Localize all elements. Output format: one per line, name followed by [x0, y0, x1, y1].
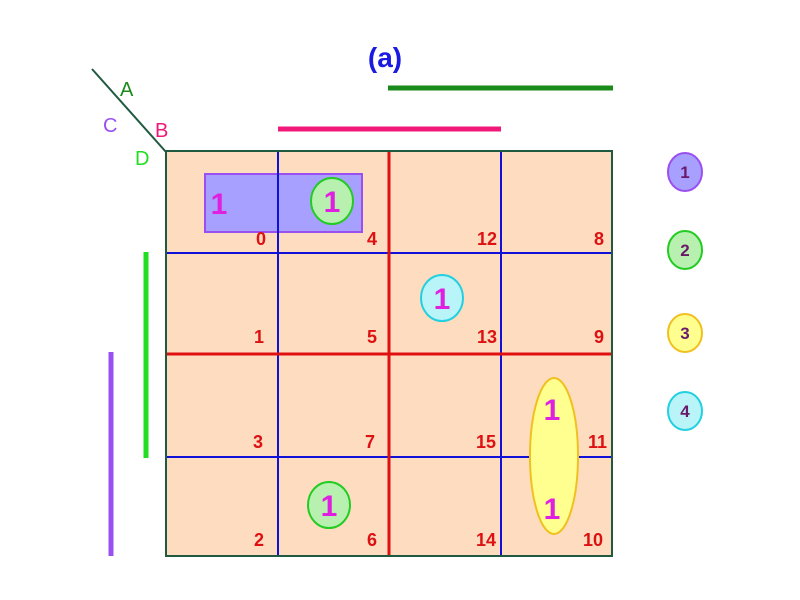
cell-number-4: 4 — [367, 229, 377, 249]
group-2-circle-cell-4 — [310, 177, 354, 225]
legend-group-4-circle — [667, 391, 703, 431]
minterm-one-cell-0: 1 — [211, 188, 228, 221]
cell-number-15: 15 — [476, 432, 496, 452]
cell-number-1: 1 — [254, 327, 264, 347]
minterm-one-cell-13: 1 — [434, 283, 451, 316]
cell-number-14: 14 — [476, 530, 496, 550]
legend-group-2-circle — [667, 230, 703, 270]
cell-number-7: 7 — [365, 432, 375, 452]
variable-label-a: A — [120, 79, 134, 101]
variable-label-b: B — [155, 120, 168, 142]
cell-number-2: 2 — [254, 530, 264, 550]
cell-number-8: 8 — [594, 229, 604, 249]
corner-diagonal-line — [91, 68, 167, 153]
cell-number-13: 13 — [477, 327, 497, 347]
legend-group-3-label: 3 — [680, 324, 689, 343]
cell-number-6: 6 — [367, 530, 377, 550]
cell-number-5: 5 — [367, 327, 377, 347]
cell-number-11: 11 — [588, 432, 607, 452]
group-4-circle-cell-13 — [420, 274, 464, 322]
cell-number-10: 10 — [583, 530, 603, 550]
map-outer-border — [165, 150, 613, 557]
legend-group-1-circle — [667, 152, 703, 192]
cell-number-3: 3 — [253, 432, 263, 452]
cell-number-12: 12 — [477, 229, 497, 249]
legend-group-3-circle — [667, 313, 703, 353]
minterm-one-cell-11: 1 — [544, 394, 561, 427]
minterm-one-cell-4: 1 — [324, 186, 341, 219]
diagram-title: (a) — [368, 42, 402, 73]
legend-group-1-label: 1 — [680, 163, 689, 182]
legend-group-4-label: 4 — [680, 402, 690, 421]
variable-label-d: D — [135, 148, 149, 170]
cell-number-9: 9 — [594, 327, 604, 347]
minterm-one-cell-6: 1 — [321, 490, 338, 523]
minterm-one-cell-10: 1 — [544, 493, 561, 526]
legend-group-2-label: 2 — [680, 241, 689, 260]
variable-label-c: C — [103, 115, 117, 137]
cell-number-0: 0 — [256, 229, 266, 249]
group-3-ellipse-cells-11-10 — [529, 377, 579, 535]
group-2-circle-cell-6 — [307, 481, 351, 529]
